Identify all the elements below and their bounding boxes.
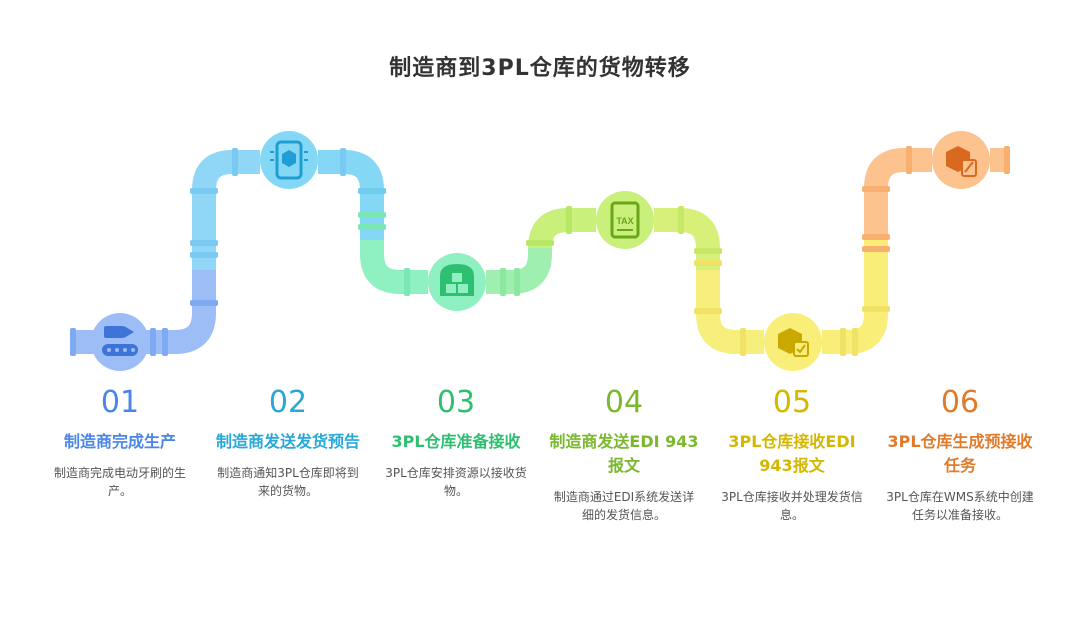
step-06: 06 3PL仓库生成预接收任务 3PL仓库在WMS系统中创建任务以准备接收。 xyxy=(885,386,1035,524)
pipe-couplings xyxy=(70,146,1010,356)
tax-document-icon: TAX xyxy=(596,191,654,249)
diagram-title: 制造商到3PL仓库的货物转移 xyxy=(389,56,691,81)
step-description: 制造商通知3PL仓库即将到来的货物。 xyxy=(217,466,359,498)
step-number: 01 xyxy=(100,385,140,420)
conveyor-icon xyxy=(91,313,149,371)
box-check-icon xyxy=(764,313,822,371)
step-title: 3PL仓库接收EDI 943报文 xyxy=(728,432,856,475)
step-number: 02 xyxy=(268,385,308,420)
step-number: 04 xyxy=(604,385,644,420)
step-number: 03 xyxy=(436,385,476,420)
step-number: 05 xyxy=(772,385,812,420)
pipe-segment-2 xyxy=(318,150,428,294)
step-description: 制造商通过EDI系统发送详细的发货信息。 xyxy=(553,490,695,522)
step-description: 3PL仓库接收并处理发货信息。 xyxy=(721,490,863,522)
step-title: 制造商发送发货预告 xyxy=(215,432,360,451)
step-title: 3PL仓库准备接收 xyxy=(391,432,521,451)
step-05: 05 3PL仓库接收EDI 943报文 3PL仓库接收并处理发货信息。 xyxy=(717,386,867,524)
step-title: 制造商发送EDI 943报文 xyxy=(549,432,699,475)
mobile-package-icon xyxy=(260,131,318,189)
step-01: 01 制造商完成生产 制造商完成电动牙刷的生产。 xyxy=(45,386,195,500)
step-02: 02 制造商发送发货预告 制造商通知3PL仓库即将到来的货物。 xyxy=(213,386,363,500)
pipe-segment-4 xyxy=(654,208,764,354)
warehouse-icon xyxy=(428,253,486,311)
step-number: 06 xyxy=(940,385,980,420)
step-title: 3PL仓库生成预接收任务 xyxy=(887,432,1033,475)
step-04: 04 制造商发送EDI 943报文 制造商通过EDI系统发送详细的发货信息。 xyxy=(549,386,699,524)
step-description: 3PL仓库安排资源以接收货物。 xyxy=(385,466,527,498)
step-title: 制造商完成生产 xyxy=(63,432,176,451)
pipe-segment-1 xyxy=(70,150,260,354)
svg-text:TAX: TAX xyxy=(616,216,633,226)
step-description: 3PL仓库在WMS系统中创建任务以准备接收。 xyxy=(886,490,1034,522)
box-edit-icon xyxy=(932,131,990,189)
step-description: 制造商完成电动牙刷的生产。 xyxy=(53,466,186,498)
step-03: 03 3PL仓库准备接收 3PL仓库安排资源以接收货物。 xyxy=(381,386,531,500)
